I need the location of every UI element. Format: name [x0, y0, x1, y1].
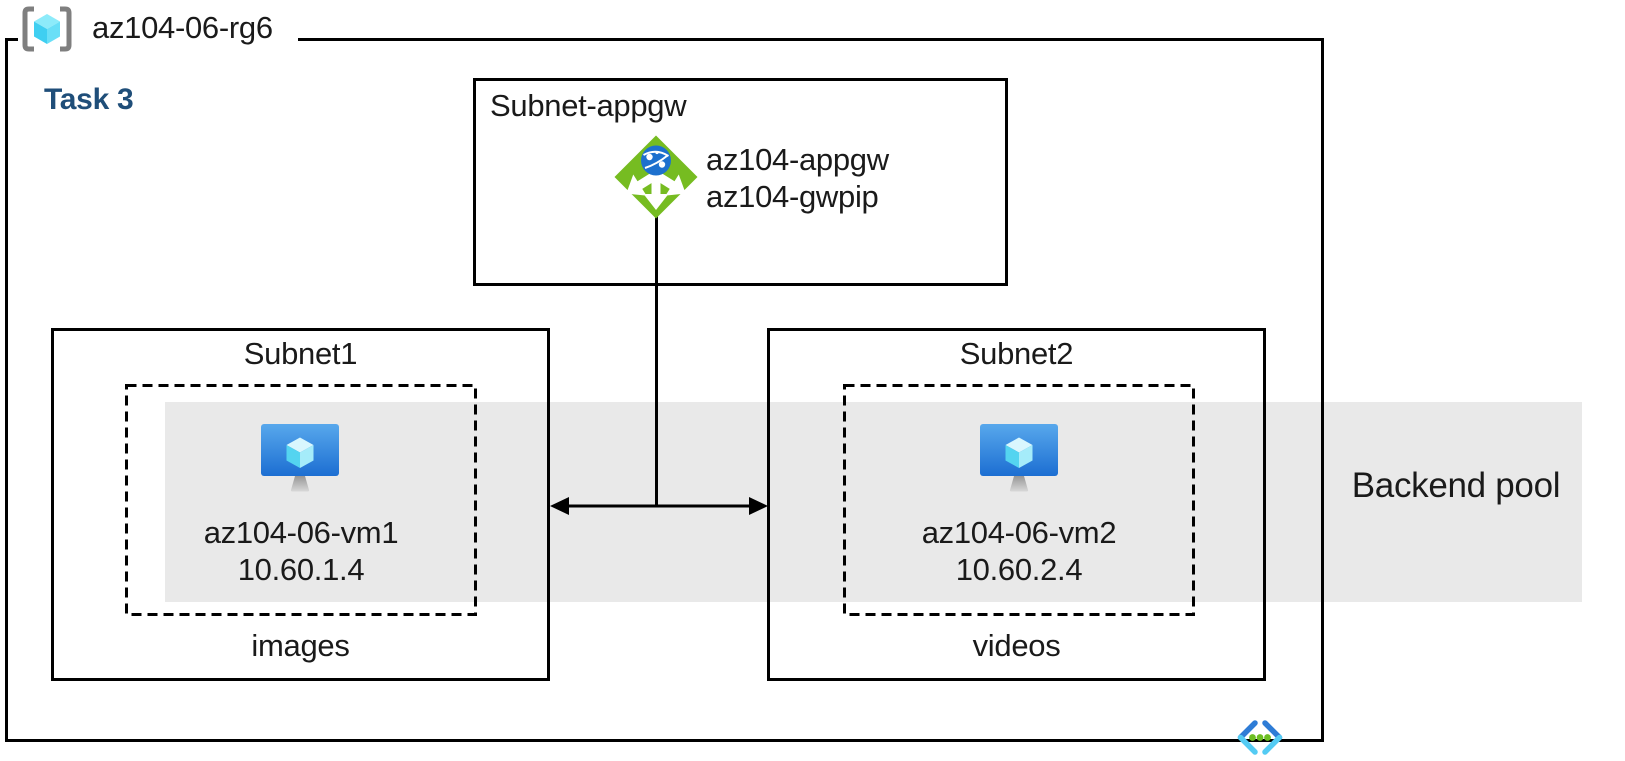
subnet1-dashed-box — [125, 384, 477, 616]
subnet2-box — [767, 328, 1266, 681]
subnet1-title: Subnet1 — [243, 336, 358, 371]
subnet1-box — [51, 328, 550, 681]
subnet2-content-label: videos — [972, 628, 1061, 663]
appgw-connector-line — [655, 215, 658, 507]
vm1-name: az104-06-vm1 — [203, 515, 399, 550]
appgw-name: az104-appgw — [706, 142, 889, 177]
virtual-machine-icon — [261, 424, 339, 492]
backend-pool-band — [165, 402, 1582, 602]
subnet-appgw-title: Subnet-appgw — [490, 88, 687, 123]
subnet-appgw-box — [473, 78, 1008, 286]
virtual-network-icon — [1237, 720, 1283, 755]
task-label: Task 3 — [44, 83, 134, 116]
vm2-ip-address: 10.60.2.4 — [955, 552, 1083, 587]
appgw-public-ip-name: az104-gwpip — [706, 179, 879, 214]
resource-group-title: az104-06-rg6 — [92, 10, 273, 45]
backend-pool-label: Backend pool — [1351, 466, 1561, 505]
subnet1-content-label: images — [251, 628, 350, 663]
vm2-name: az104-06-vm2 — [921, 515, 1117, 550]
resource-group-icon — [22, 6, 72, 52]
resource-group-box — [5, 38, 1324, 742]
subnet2-title: Subnet2 — [959, 336, 1074, 371]
application-gateway-icon — [614, 135, 698, 219]
appgw-name-labels: az104-appgw az104-gwpip — [706, 141, 889, 215]
subnet-double-arrow — [550, 497, 768, 515]
virtual-machine-icon — [980, 424, 1058, 492]
subnet2-dashed-box — [843, 384, 1195, 616]
resource-group-title-gap — [18, 33, 298, 46]
vm1-ip-address: 10.60.1.4 — [237, 552, 365, 587]
